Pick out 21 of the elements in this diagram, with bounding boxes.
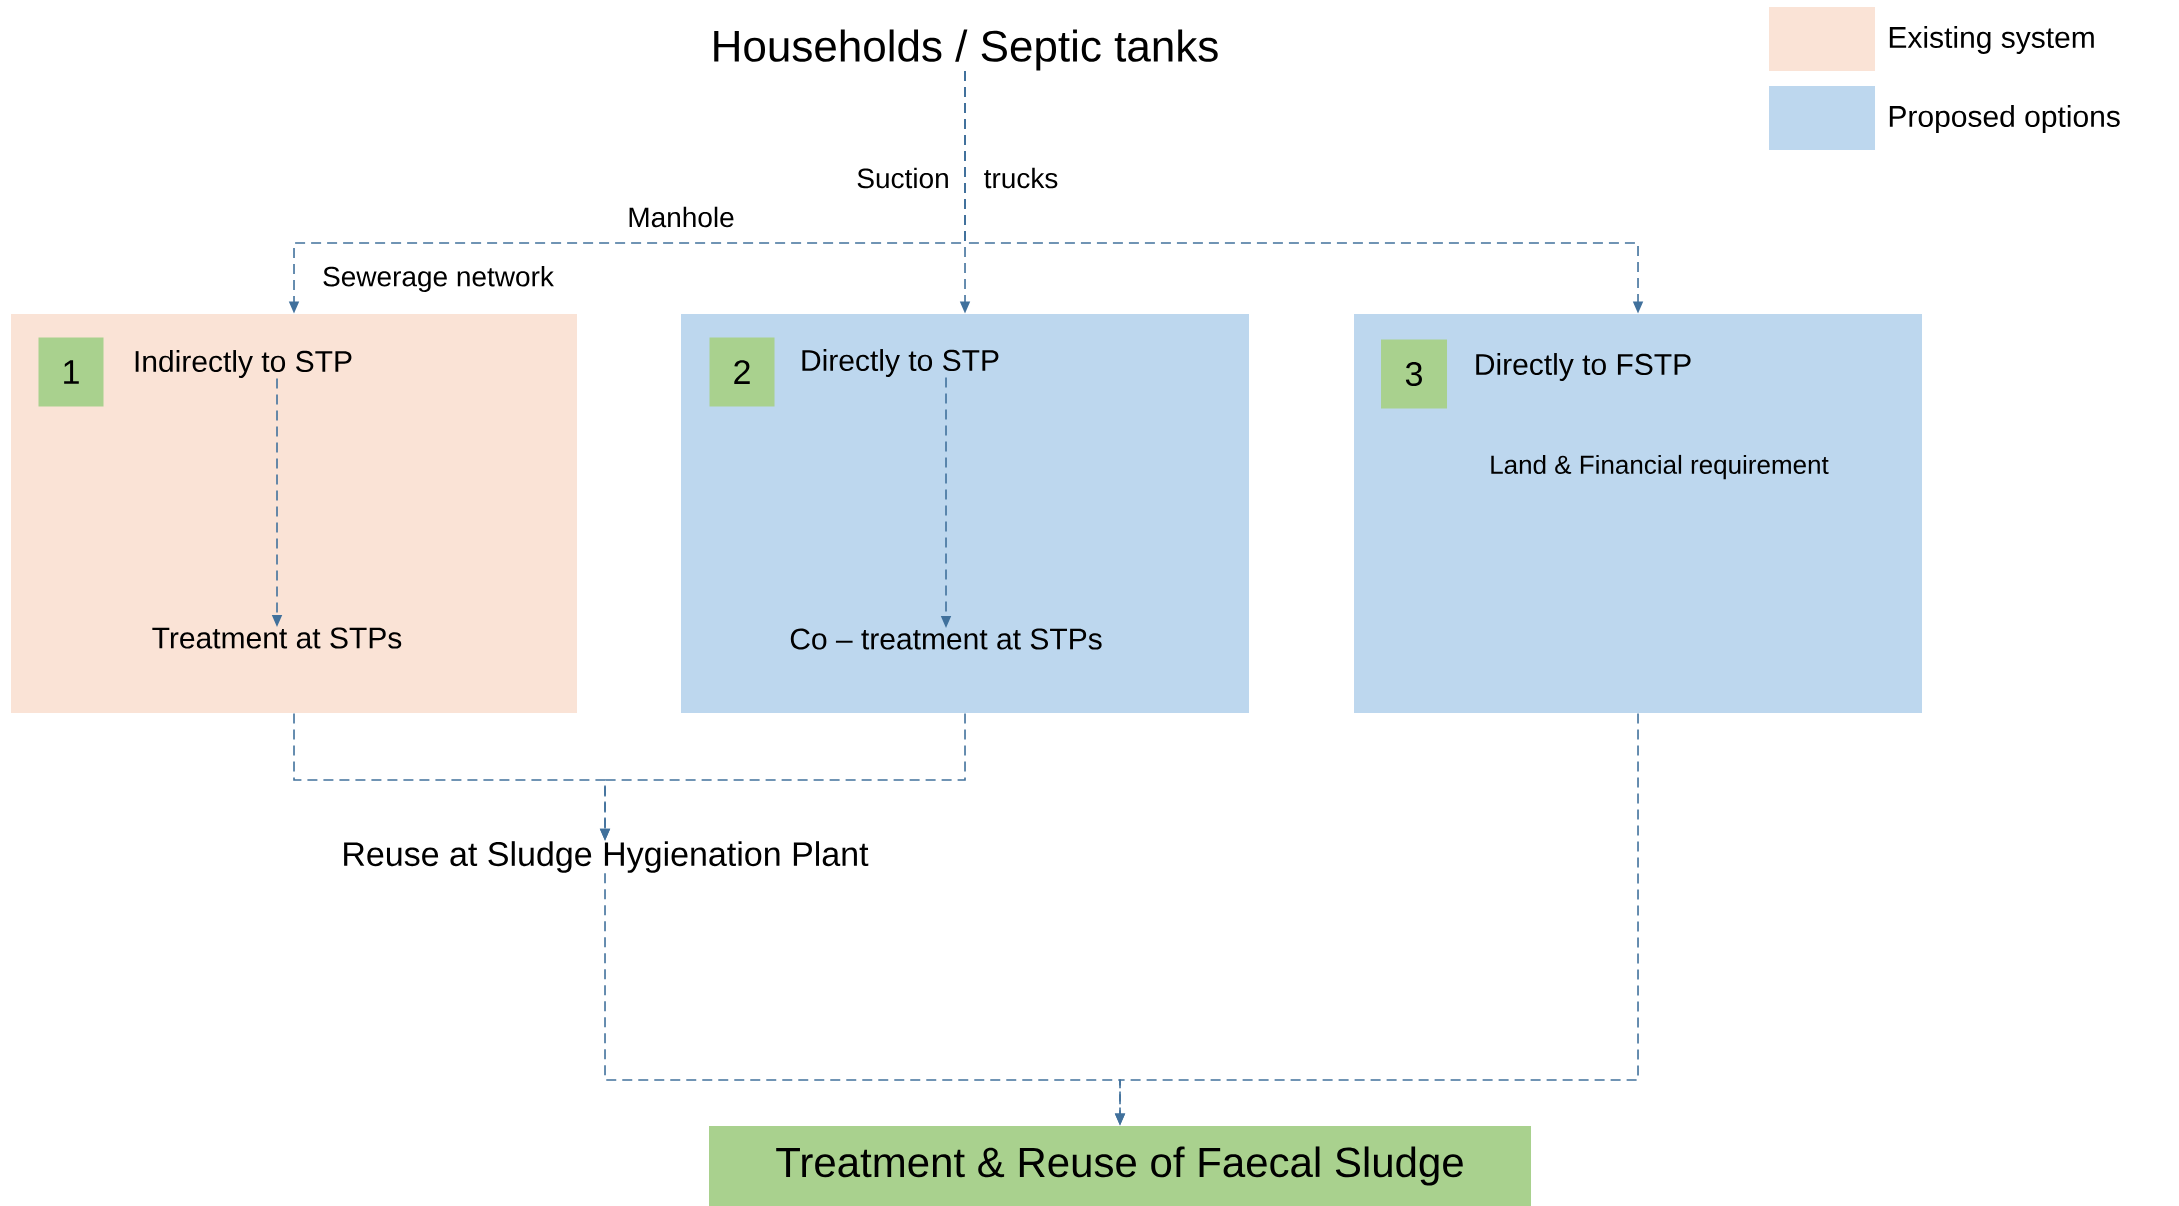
legend-text: Proposed options <box>1889 105 2120 133</box>
number-badge: 3 <box>1381 339 1447 409</box>
result-box: Treatment & Reuse of Faecal Sludge <box>709 1126 1531 1206</box>
flow-label: Manhole <box>629 206 734 228</box>
flow-label: trucks <box>984 167 1058 189</box>
step-text: Directly to STP <box>802 349 999 377</box>
option-box <box>11 314 577 713</box>
step-text: Land & Financial requirement <box>1491 454 1829 480</box>
step-text: Treatment at STPs <box>152 627 402 649</box>
option-box <box>681 314 1249 713</box>
option-box <box>1354 314 1922 713</box>
step-text: Reuse at Sludge Hygienation Plant <box>344 841 869 873</box>
edge-label: Sewerage network <box>318 261 558 297</box>
step-text: Co – treatment at STPs <box>790 628 1102 650</box>
legend-text: Existing system <box>1889 26 2094 54</box>
step-text: Indirectly to STP <box>135 350 352 378</box>
number-badge: 1 <box>38 337 104 407</box>
number-badge: 2 <box>709 337 775 407</box>
step-text: Households / Septic tanks <box>714 29 1218 71</box>
step-text: Directly to FSTP <box>1476 353 1691 381</box>
flow-label: Suction <box>857 167 948 189</box>
